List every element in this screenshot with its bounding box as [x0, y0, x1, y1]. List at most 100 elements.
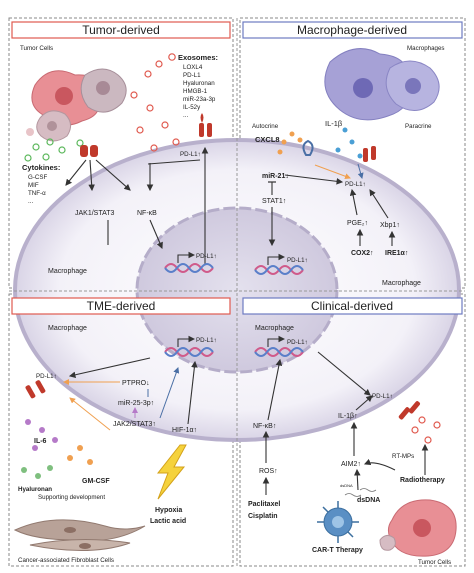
tumor-header-title: Tumor-derived: [82, 23, 160, 37]
arrow: [68, 357, 151, 379]
arrow: [149, 219, 163, 250]
tumor-pdl1-nucleus: PD-L1↑: [196, 253, 217, 260]
tme-header-title: TME-derived: [87, 299, 156, 313]
cytokine-particles: [24, 138, 84, 162]
tme-pdl1-membrane: PD-L1↑: [36, 373, 57, 380]
macrophage-label-tr: Macrophage: [382, 280, 421, 287]
jak1-stat3-label: JAK1/STAT3: [75, 210, 115, 217]
gmcsf-particles: [67, 445, 93, 465]
macrophage-cells-cluster: [324, 48, 440, 121]
macro-header: [242, 21, 463, 39]
transcription-arrow: [267, 253, 286, 265]
ptpro-label: PTPRO↓: [122, 380, 150, 387]
cisplatin-label: Cisplatin: [248, 513, 278, 520]
car-t-cell-icon: [317, 501, 359, 543]
clinical-pdl1-nucleus: PD-L1↑: [287, 339, 308, 346]
exosome-item: PD-L1: [183, 72, 201, 79]
arrow: [314, 164, 351, 180]
exosome-particles: [130, 53, 180, 152]
il6-particles: [25, 419, 58, 451]
arrow: [363, 458, 396, 471]
cytokine-item: MIF: [28, 182, 39, 189]
il6-label: IL-6: [34, 438, 47, 445]
clinical-pdl1-receptor: [398, 401, 420, 420]
hypoxia-label: Hypoxia: [155, 507, 182, 514]
arrow: [353, 468, 361, 491]
arrow: [284, 174, 344, 185]
macrophages-label: Macrophages: [407, 45, 445, 52]
rt-mps-label: RT-MPs: [392, 453, 414, 460]
stat1-label: STAT1↑: [262, 198, 286, 205]
cytokines-title: Cytokines:: [22, 163, 60, 172]
lactic-acid-label: Lactic acid: [150, 518, 186, 525]
arrow: [357, 163, 364, 179]
radiotherapy-label: Radiotherapy: [400, 477, 445, 484]
arrow: [187, 360, 198, 425]
hyaluronan-label: Hyaluronan: [18, 486, 52, 493]
hyaluronan-particles: [21, 465, 53, 479]
rt-mps-particles: [411, 416, 441, 444]
mir25-label: miR-25-3p↑: [118, 400, 154, 407]
clinical-pdl1-membrane: PD-L1↑: [372, 393, 393, 400]
cxcl8-particles: [277, 131, 303, 155]
arrow: [65, 159, 87, 186]
exosome-item: IL-52y: [183, 104, 201, 111]
macro-header-title: Macrophage-derived: [297, 23, 407, 37]
exosome-item: LOXL4: [183, 64, 203, 71]
hif1a-label: HIF-1α↑: [172, 427, 197, 434]
tumor-cells-cluster: [26, 68, 127, 142]
tumor-membrane-receptor: [80, 145, 98, 157]
clinical-header-title: Clinical-derived: [311, 299, 393, 313]
dna-helix: [164, 347, 214, 357]
dna-helix: [254, 265, 304, 275]
il1b-clinical-label: IL-1β↑: [338, 413, 358, 420]
transcription-arrow: [267, 335, 286, 347]
exosome-item: Hyaluronan: [183, 80, 215, 87]
xbp1-label: Xbp1↑: [380, 222, 400, 229]
arrow: [355, 395, 373, 411]
macro-pdl1-receptor: [363, 146, 376, 162]
lightning-bolt-icon: [156, 444, 187, 500]
tumor-cells-br: [379, 499, 457, 557]
transcription-arrow: [177, 251, 196, 263]
autocrine-label: Autocrine: [252, 123, 279, 130]
cytokine-item: TNF-α: [28, 190, 46, 197]
dsdna-small-label: dsDNA: [340, 483, 353, 488]
arrow: [69, 397, 111, 431]
macrophage-label-bl: Macrophage: [48, 325, 87, 332]
fibroblast-cells: [13, 519, 146, 552]
pge2-label: PGE₂↑: [347, 220, 368, 227]
gmcsf-label: GM-CSF: [82, 478, 110, 485]
arrow: [95, 159, 131, 191]
exosomes-title: Exosomes:: [178, 53, 218, 62]
nfkb-clinical-label: NF-κB↑: [253, 423, 276, 430]
car-t-label: CAR-T Therapy: [312, 547, 363, 554]
transcription-arrow: [177, 335, 196, 347]
dna-helix: [164, 263, 214, 273]
macro-pdl1-nucleus: PD-L1↑: [287, 257, 308, 264]
clinical-header: [242, 297, 463, 315]
cxcl8-receptor: [302, 139, 314, 156]
exosome-item: HMGB-1: [183, 88, 208, 95]
il1b-label: IL-1β: [325, 119, 343, 128]
mir21-label: miR-21↓: [262, 173, 289, 180]
tumor-pdl1-membrane: PD-L1↑: [180, 151, 201, 158]
dsdna-label: dsDNA: [357, 497, 380, 504]
tumor-pdl1-receptor: [199, 113, 212, 137]
arrow: [159, 367, 180, 419]
tme-header: [11, 297, 231, 315]
exosome-item: miR-23a-3p: [183, 96, 216, 103]
il1b-particles: [335, 127, 363, 159]
tumor-cells-br-label: Tumor Cells: [418, 559, 451, 566]
paracrine-label: Paracrine: [405, 123, 432, 130]
dsdna-strands: [344, 488, 377, 497]
arrow: [267, 358, 283, 421]
tumor-header: [11, 21, 231, 39]
tme-pdl1-nucleus: PD-L1↑: [196, 337, 217, 344]
arrow: [147, 159, 201, 165]
paclitaxel-label: Paclitaxel: [248, 501, 280, 508]
cxcl8-label: CXCL8: [255, 135, 280, 144]
macrophage-label-br: Macrophage: [255, 325, 294, 332]
macrophage-label-tl: Macrophage: [48, 268, 87, 275]
